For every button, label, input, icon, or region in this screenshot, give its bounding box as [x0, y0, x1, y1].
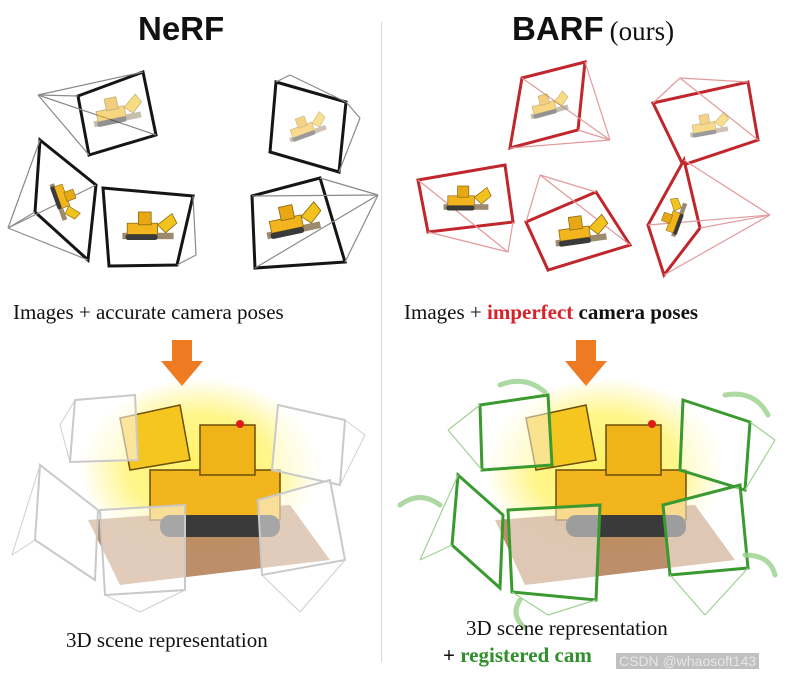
panel-divider — [381, 22, 382, 662]
motion-arrow-icon — [497, 378, 548, 395]
nerf-scene — [11, 378, 366, 613]
barf-output-caption-prefix: + — [443, 643, 461, 667]
barf-camera-1 — [508, 60, 611, 151]
barf-input-caption-rest: camera poses — [573, 300, 699, 324]
nerf-camera-3 — [101, 186, 197, 268]
arrow-down-left-icon — [161, 340, 203, 386]
registered-camera-4 — [506, 503, 602, 602]
barf-input-caption: Images + imperfect camera poses — [404, 300, 698, 325]
barf-camera-4 — [523, 174, 633, 272]
barf-camera-3 — [416, 163, 515, 253]
barf-camera-5 — [646, 155, 771, 279]
motion-arrow-icon — [397, 495, 443, 508]
registered-camera-1 — [478, 393, 554, 472]
barf-output-caption-line1: 3D scene representation — [466, 616, 668, 640]
motion-arrow-icon — [722, 391, 771, 418]
registered-camera-3 — [450, 471, 505, 592]
barf-title: BARF(ours) — [512, 10, 674, 48]
barf-title-text: BARF — [512, 10, 604, 47]
motion-arrow-icon — [513, 597, 528, 631]
nerf-camera-5 — [250, 176, 379, 270]
nerf-output-caption: 3D scene representation — [66, 628, 268, 652]
barf-camera-2 — [650, 77, 760, 167]
barf-output-caption-line2: + registered cam — [443, 643, 592, 668]
nerf-title: NeRF — [138, 10, 225, 47]
barf-scene — [397, 378, 778, 631]
barf-input-caption-plain: Images + — [404, 300, 487, 324]
nerf-input-caption: Images + accurate camera poses — [13, 300, 284, 324]
barf-input-caption-highlight: imperfect — [487, 300, 574, 324]
nerf-camera-4 — [268, 74, 361, 174]
barf-output-caption-highlight: registered cam — [460, 643, 592, 667]
arrow-down-right-icon — [565, 340, 607, 386]
motion-arrow-icon — [742, 552, 778, 578]
barf-title-suffix: (ours) — [609, 16, 675, 46]
watermark: CSDN @whaosoft143 — [616, 653, 760, 669]
nerf-camera-1 — [37, 69, 158, 157]
nerf-camera-2 — [7, 137, 98, 264]
